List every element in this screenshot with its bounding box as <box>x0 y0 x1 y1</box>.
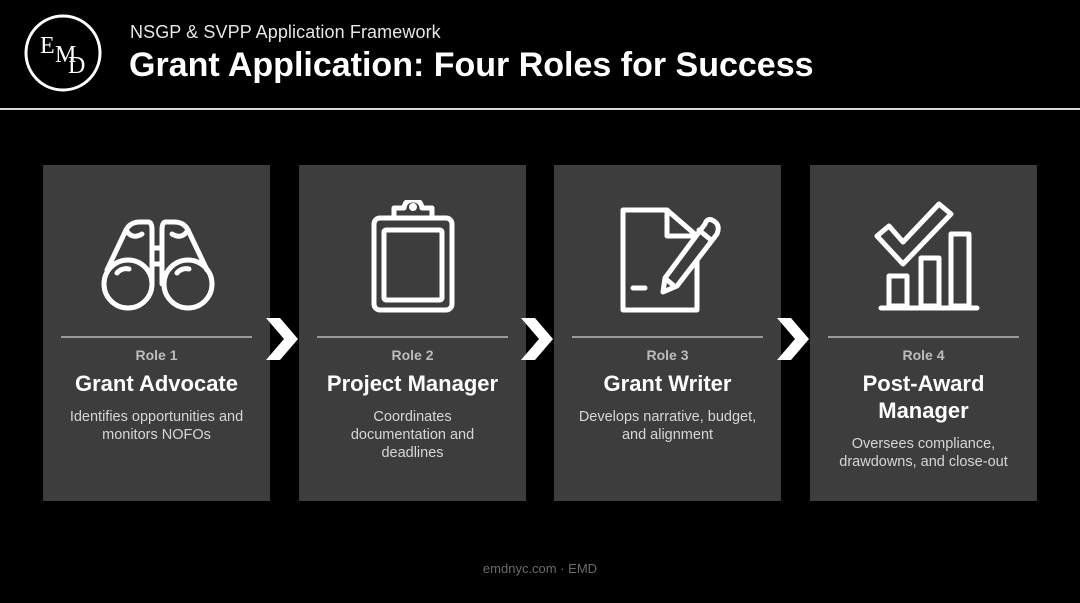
role-description: Develops narrative, budget, and alignmen… <box>578 409 757 443</box>
role-name: Grant Advocate <box>74 371 238 396</box>
svg-text:D: D <box>68 53 85 79</box>
card-divider <box>572 336 763 338</box>
role-number: Role 3 <box>646 347 689 363</box>
footer-text: emdnyc.com · EMD <box>482 561 598 576</box>
header-subtitle: NSGP & SVPP Application Framework <box>130 22 441 42</box>
svg-text:M: M <box>55 42 76 68</box>
role-name: Post-Award Manager <box>862 371 985 423</box>
role-name: Project Manager <box>326 371 499 396</box>
chevron-right-icon <box>266 318 298 360</box>
card-divider <box>317 336 508 338</box>
role-number: Role 4 <box>902 347 945 363</box>
role-description: Identifies opportunities and monitors NO… <box>69 409 244 443</box>
chevron-right-icon <box>521 318 553 360</box>
role-card-project-manager: Role 2 Project Manager Coordinates docum… <box>299 165 526 501</box>
role-number: Role 1 <box>135 347 178 363</box>
header-divider <box>0 108 1080 110</box>
role-card-grant-writer: Role 3 Grant Writer Develops narrative, … <box>554 165 781 501</box>
role-card-grant-advocate: Role 1 Grant Advocate Identifies opportu… <box>43 165 270 501</box>
card-divider <box>61 336 252 338</box>
document-pen-icon <box>620 207 721 313</box>
role-description: Oversees compliance, drawdowns, and clos… <box>839 436 1008 470</box>
checkmark-bar-chart-icon <box>874 201 980 311</box>
chevron-right-icon <box>777 318 809 360</box>
binoculars-icon <box>101 219 215 311</box>
page-title: Grant Application: Four Roles for Succes… <box>129 46 814 84</box>
emd-logo: E M D <box>24 14 102 92</box>
card-divider <box>828 336 1019 338</box>
svg-text:E: E <box>40 33 55 59</box>
role-number: Role 2 <box>391 347 434 363</box>
role-name: Grant Writer <box>603 371 732 396</box>
role-description: Coordinates documentation and deadlines <box>350 409 475 461</box>
role-card-post-award-manager: Role 4 Post-Award Manager Oversees compl… <box>810 165 1037 501</box>
clipboard-icon <box>371 200 455 313</box>
